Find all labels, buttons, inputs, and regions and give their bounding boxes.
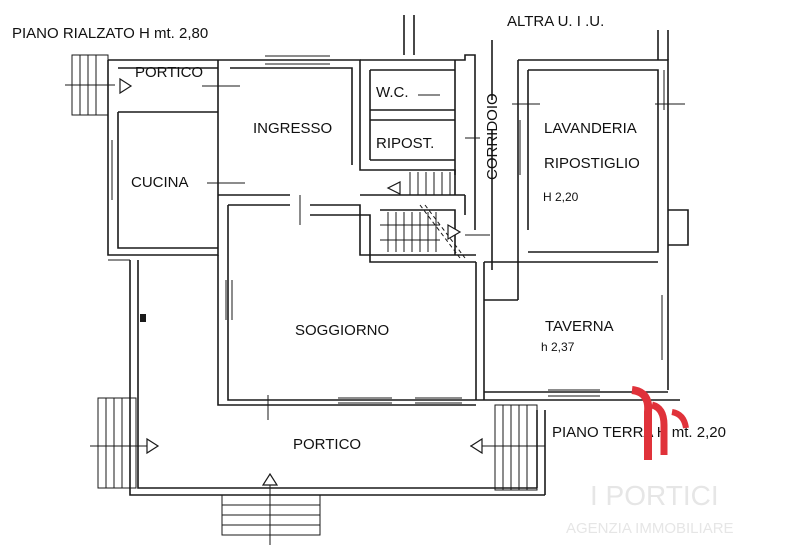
- stairs-lower: [380, 204, 466, 259]
- room-label-ripost: RIPOST.: [376, 135, 434, 152]
- portico-bottom-walls: [108, 259, 546, 496]
- room-label-corridoio: CORRIDOIO: [484, 93, 501, 180]
- room-label-taverna: TAVERNA: [545, 318, 614, 335]
- arrows: [119, 77, 483, 486]
- upper-floor-heading: PIANO RIALZATO H mt. 2,80: [12, 25, 208, 42]
- ripostiglio-height-label: H 2,20: [543, 190, 579, 204]
- agency-logo: [631, 386, 689, 460]
- arrow-right-icon: [447, 223, 462, 241]
- arrow-up-icon: [261, 472, 279, 486]
- ground-floor-heading: PIANO TERRA H mt. 2,20: [552, 424, 726, 441]
- wall-stubs: [140, 314, 146, 322]
- arrow-right-icon: [146, 437, 160, 455]
- room-label-wc: W.C.: [376, 84, 409, 101]
- watermark-subtitle: AGENZIA IMMOBILIARE: [566, 520, 734, 537]
- room-label-soggiorno: SOGGIORNO: [295, 322, 389, 339]
- arrow-left-icon: [386, 181, 401, 195]
- room-label-cucina: CUCINA: [131, 174, 189, 191]
- room-label-ingresso: INGRESSO: [253, 120, 332, 137]
- logo-arch-mark: [631, 386, 653, 460]
- steps-left: [90, 397, 150, 489]
- adjacent-unit-label: ALTRA U. I .U.: [507, 13, 604, 30]
- taverna-height-label: h 2,37: [541, 340, 575, 354]
- room-label-lavanderia: LAVANDERIA: [544, 120, 637, 137]
- watermark-name: I PORTICI: [590, 480, 719, 511]
- room-label-ripostiglio: RIPOSTIGLIO: [544, 155, 640, 172]
- room-label-portico-top: PORTICO: [135, 64, 203, 81]
- steps-bottom: [221, 485, 321, 545]
- steps-top-left: [65, 54, 115, 116]
- stairs-upper: [409, 172, 451, 195]
- arrow-left-icon: [469, 437, 483, 455]
- openings: [111, 55, 685, 420]
- room-label-portico-bottom: PORTICO: [293, 436, 361, 453]
- arrow-right-icon: [119, 77, 133, 95]
- steps-right: [470, 404, 545, 491]
- walls: [107, 15, 689, 406]
